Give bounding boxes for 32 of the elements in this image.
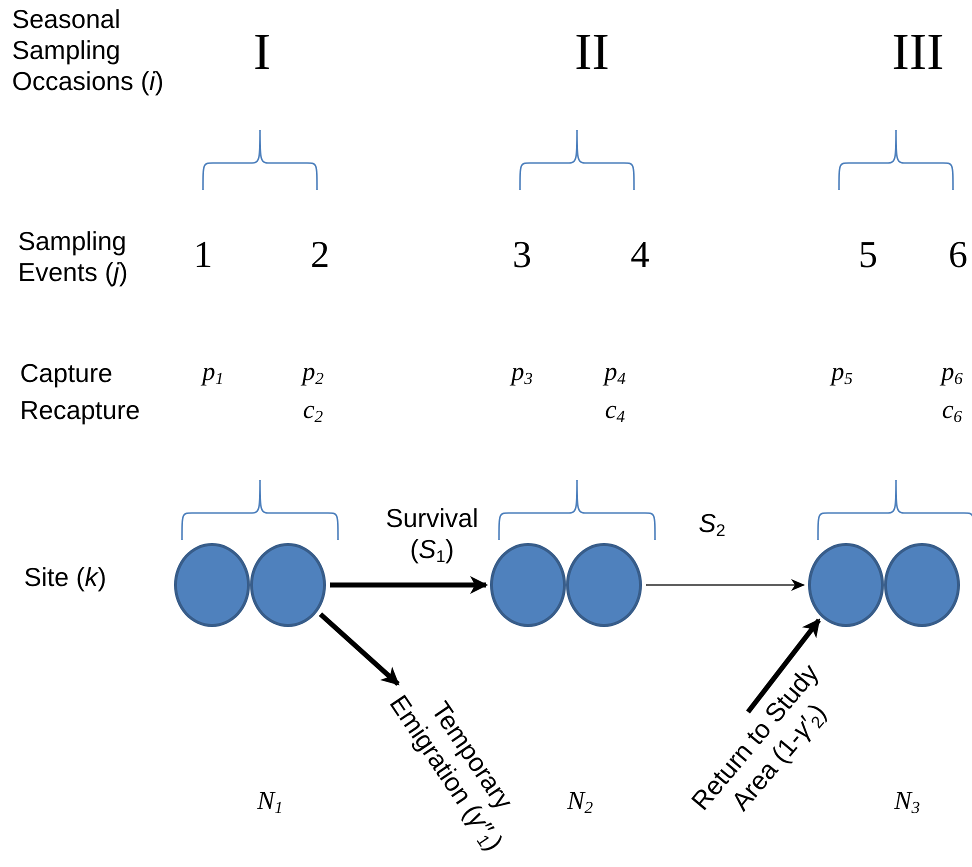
- parameter-symbol: c$_{2}$: [303, 394, 323, 428]
- edge-label: Survival (S$_{1}$): [384, 503, 480, 568]
- arrow: [318, 612, 400, 686]
- arrow: [746, 618, 821, 714]
- parameter-symbol: p$_{3}$: [511, 356, 533, 390]
- parameter-symbol: p$_{1}$: [202, 356, 224, 390]
- population-symbol: N$_{2}$: [567, 785, 593, 818]
- arrow: [646, 579, 805, 591]
- event-number: 3: [512, 233, 532, 278]
- event-number: 5: [858, 233, 878, 278]
- row-heading: Site (k): [24, 562, 106, 594]
- arrow: [330, 576, 488, 594]
- event-number: 2: [310, 233, 330, 278]
- occasion-numeral: III: [892, 23, 944, 83]
- row-heading: Sampling Events (j): [18, 226, 129, 288]
- event-number: 6: [948, 233, 968, 278]
- parameter-symbol: p$_{2}$: [302, 356, 324, 390]
- population-symbol: N$_{1}$: [257, 785, 283, 818]
- parameter-symbol: c$_{4}$: [605, 394, 625, 428]
- occasion-numeral: I: [253, 23, 271, 83]
- row-heading: Recapture: [20, 395, 140, 426]
- event-number: 1: [194, 233, 212, 278]
- parameter-symbol: p$_{5}$: [831, 356, 853, 390]
- occasion-numeral: II: [574, 23, 610, 83]
- parameter-symbol: p$_{6}$: [941, 356, 963, 390]
- population-symbol: N$_{3}$: [894, 785, 920, 818]
- parameter-symbol: c$_{6}$: [942, 394, 962, 428]
- parameter-symbol: p$_{4}$: [604, 356, 626, 390]
- event-number: 4: [630, 233, 650, 278]
- edge-label: S$_{2}$: [698, 508, 726, 542]
- row-heading: Seasonal Sampling Occasions (i): [12, 4, 165, 98]
- row-heading: Capture: [20, 358, 112, 390]
